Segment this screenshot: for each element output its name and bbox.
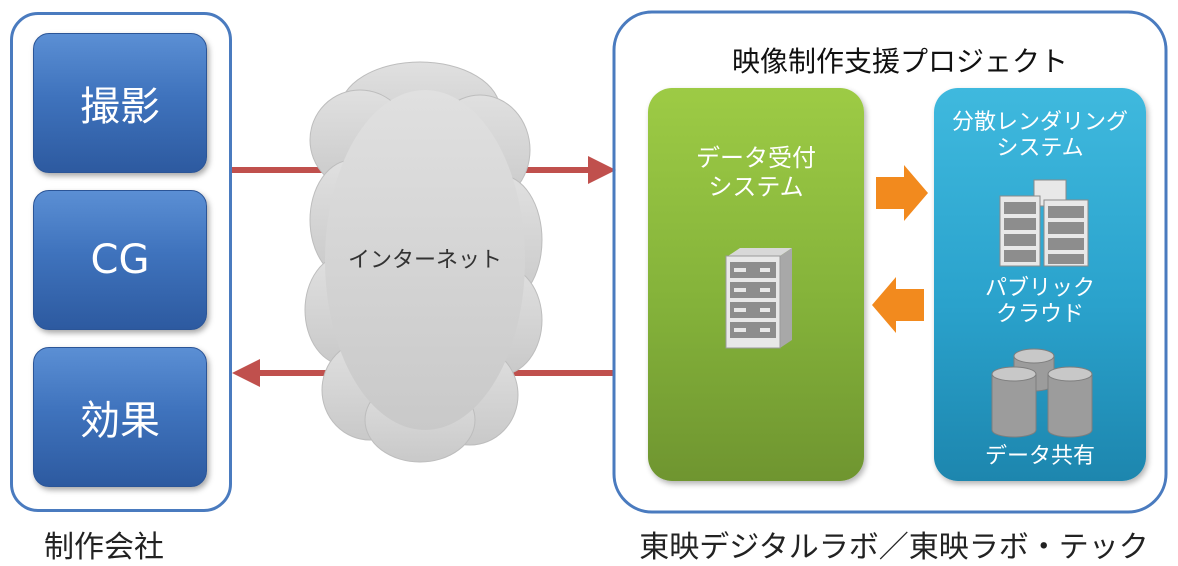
database-cylinders-icon [991, 348, 1093, 438]
render-system-panel: 分散レンダリング システム パブリック クラウド データ共有 [934, 88, 1146, 481]
data-receive-label: データ受付 システム [696, 144, 816, 201]
effects-label: 効果 [80, 398, 160, 444]
orange-arrows [872, 165, 928, 333]
server-cluster-icon [999, 179, 1089, 267]
server-rack-icon [725, 248, 792, 349]
production-company-label: 制作会社 [44, 530, 164, 565]
internet-label: インターネット [347, 248, 502, 273]
cg-block: CG [33, 190, 207, 330]
shooting-block: 撮影 [33, 33, 207, 173]
project-title: 映像制作支援プロジェクト [731, 45, 1068, 78]
public-cloud-label: パブリック クラウド [984, 276, 1095, 328]
right-arrow-icon [876, 165, 928, 221]
shooting-label: 撮影 [80, 84, 160, 130]
data-share-label: データ共有 [984, 444, 1095, 469]
company-footer-label: 東映デジタルラボ／東映ラボ・テック [639, 530, 1149, 565]
render-system-label: 分散レンダリング システム [951, 110, 1128, 162]
internet-cloud [304, 61, 543, 463]
cg-label: CG [90, 237, 150, 283]
project-frame [612, 10, 1168, 514]
effects-block: 効果 [33, 347, 207, 487]
data-receive-panel: データ受付 システム [648, 88, 864, 481]
left-arrow-icon [872, 277, 924, 333]
